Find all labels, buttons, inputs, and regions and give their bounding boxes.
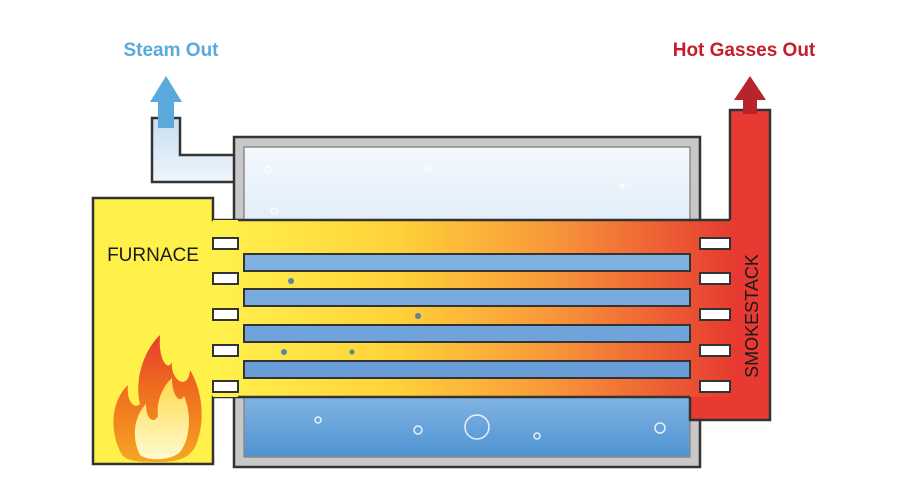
steam-out-label: Steam Out [123,40,219,61]
water-channel-droplets [281,278,421,355]
steam-pipe [150,102,242,184]
hot-gasses-out-label: Hot Gasses Out [673,40,816,61]
tube-openings-right [699,237,731,393]
water-channels [243,253,691,379]
smokestack-label: SMOKESTACK [742,254,762,378]
water-bubbles [264,164,666,440]
furnace-label: FURNACE [107,245,199,266]
tube-openings-left [212,237,239,393]
hot-gas-up-arrow-icon [734,76,766,114]
steam-up-arrow-icon [150,76,182,102]
flame-icon [113,335,202,462]
